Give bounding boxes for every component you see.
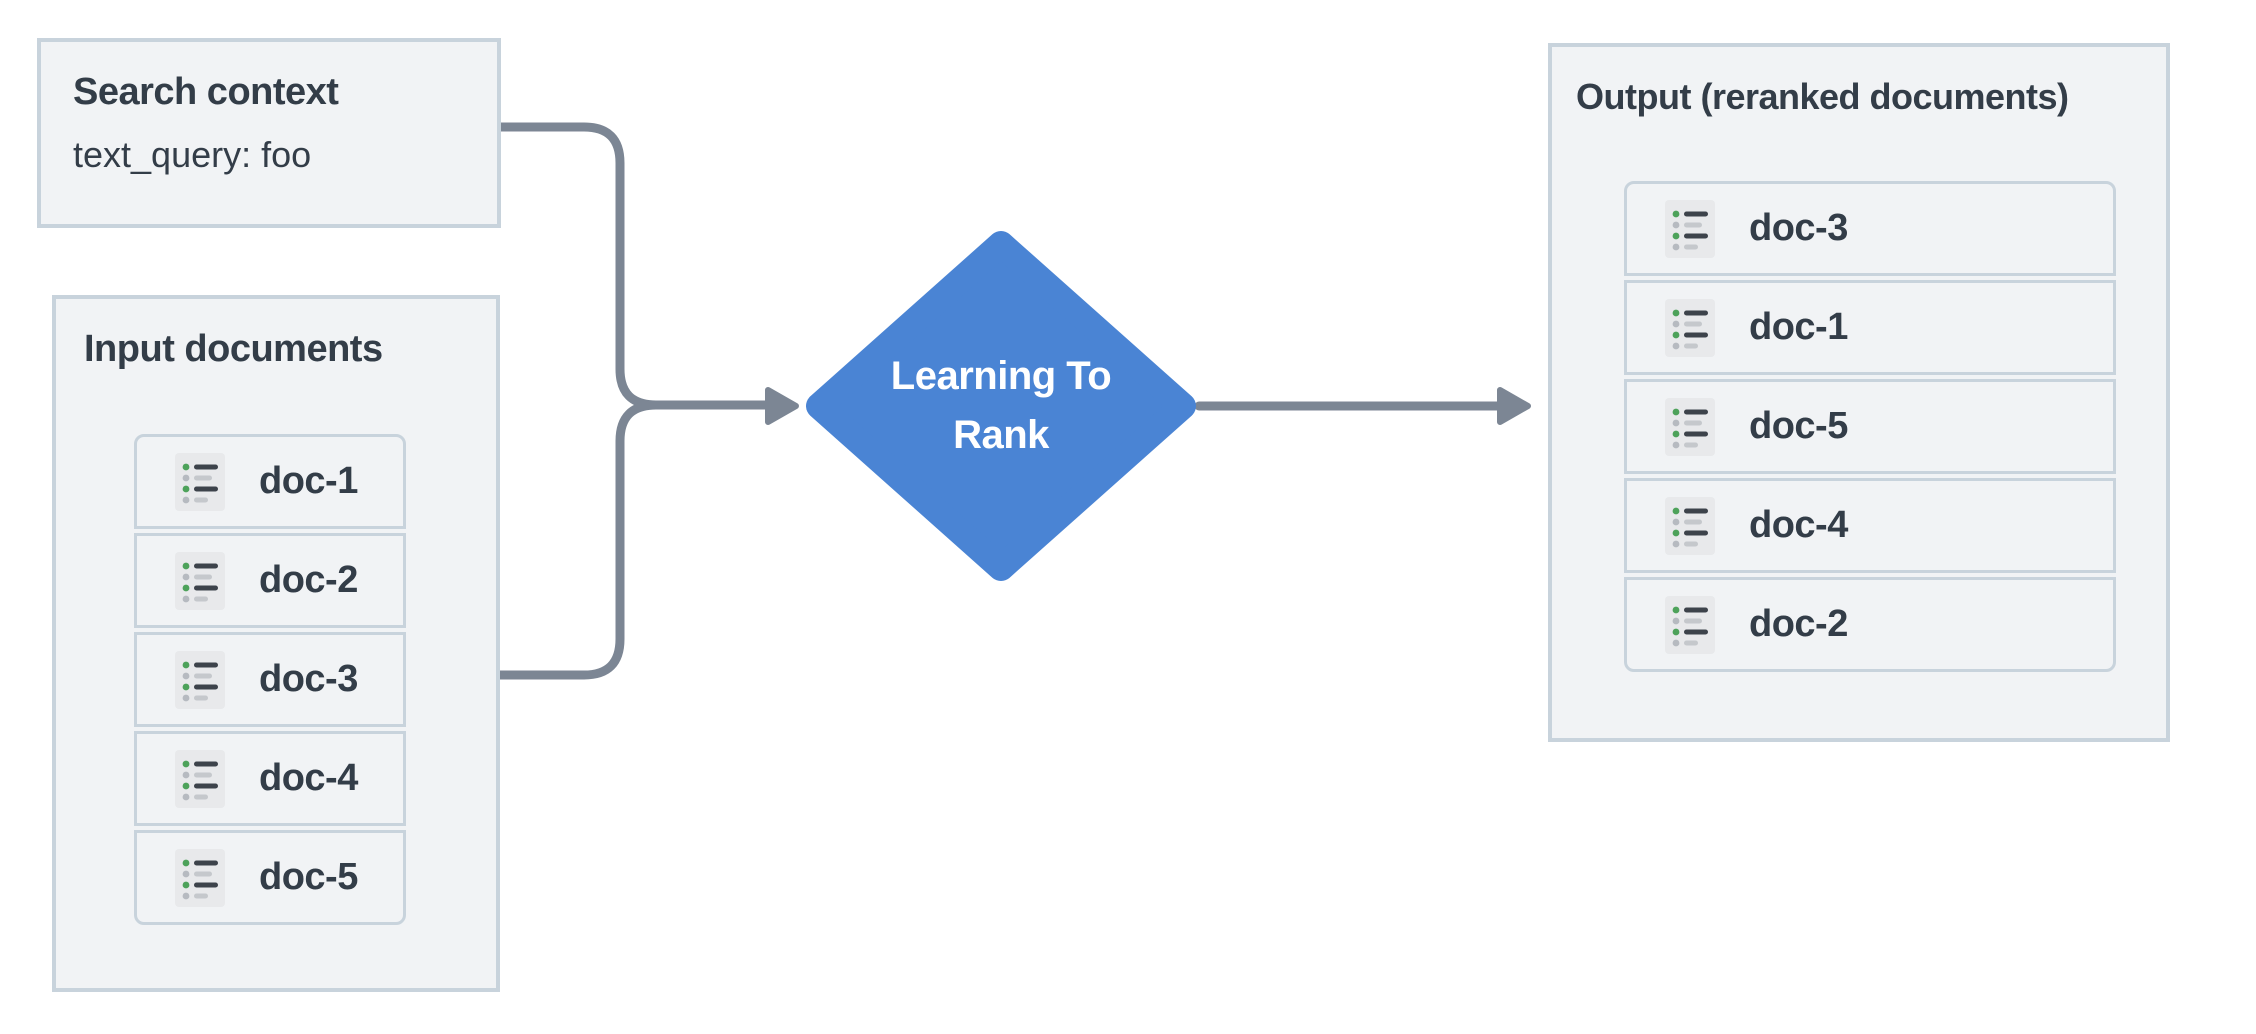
doc-row: doc-2 xyxy=(1624,577,2116,672)
learning-to-rank-diamond xyxy=(806,231,1196,581)
doc-label: doc-3 xyxy=(1749,207,1848,249)
document-list-icon xyxy=(1665,199,1715,258)
doc-row: doc-4 xyxy=(1624,478,2116,573)
doc-label: doc-1 xyxy=(1749,306,1848,348)
text-query-value: text_query: foo xyxy=(73,134,312,175)
doc-label: doc-2 xyxy=(259,559,358,601)
document-list-icon xyxy=(175,650,225,709)
output-documents-title: Output (reranked documents) xyxy=(1576,76,2069,117)
merge-connector-bottom xyxy=(495,400,661,680)
document-list-icon xyxy=(175,551,225,610)
merge-connector-top xyxy=(496,122,661,410)
doc-row: doc-2 xyxy=(134,533,406,628)
output-documents-list: doc-3 doc-1 doc-5 doc-4 doc-2 xyxy=(1624,181,2116,672)
input-documents-box: Input documents doc-1 doc-2 doc-3 doc-4 … xyxy=(52,295,500,992)
input-documents-title: Input documents xyxy=(84,328,383,370)
search-context-box: Search context text_query: foo xyxy=(37,38,501,228)
doc-label: doc-1 xyxy=(259,460,358,502)
learning-to-rank-label: Learning To Rank xyxy=(801,347,1201,465)
doc-label: doc-4 xyxy=(259,757,358,799)
doc-label: doc-5 xyxy=(1749,405,1848,447)
document-list-icon xyxy=(175,452,225,511)
document-list-icon xyxy=(1665,496,1715,555)
doc-row: doc-3 xyxy=(134,632,406,727)
doc-row: doc-1 xyxy=(1624,280,2116,375)
doc-label: doc-2 xyxy=(1749,603,1848,645)
document-list-icon xyxy=(1665,397,1715,456)
output-documents-box: Output (reranked documents) doc-3 doc-1 … xyxy=(1548,43,2170,742)
doc-row: doc-5 xyxy=(134,830,406,925)
doc-row: doc-1 xyxy=(134,434,406,529)
doc-label: doc-5 xyxy=(259,856,358,898)
doc-label: doc-4 xyxy=(1749,504,1848,546)
arrowhead-to-output-icon xyxy=(1497,387,1531,425)
learning-to-rank-label-line2: Rank xyxy=(953,413,1049,457)
doc-label: doc-3 xyxy=(259,658,358,700)
document-list-icon xyxy=(1665,298,1715,357)
search-context-title: Search context xyxy=(73,71,339,113)
document-list-icon xyxy=(175,749,225,808)
doc-row: doc-4 xyxy=(134,731,406,826)
document-list-icon xyxy=(1665,595,1715,654)
input-documents-list: doc-1 doc-2 doc-3 doc-4 doc-5 xyxy=(134,434,406,925)
doc-row: doc-3 xyxy=(1624,181,2116,276)
doc-row: doc-5 xyxy=(1624,379,2116,474)
document-list-icon xyxy=(175,848,225,907)
learning-to-rank-label-line1: Learning To xyxy=(890,354,1112,398)
arrowhead-to-diamond-icon xyxy=(765,387,799,425)
